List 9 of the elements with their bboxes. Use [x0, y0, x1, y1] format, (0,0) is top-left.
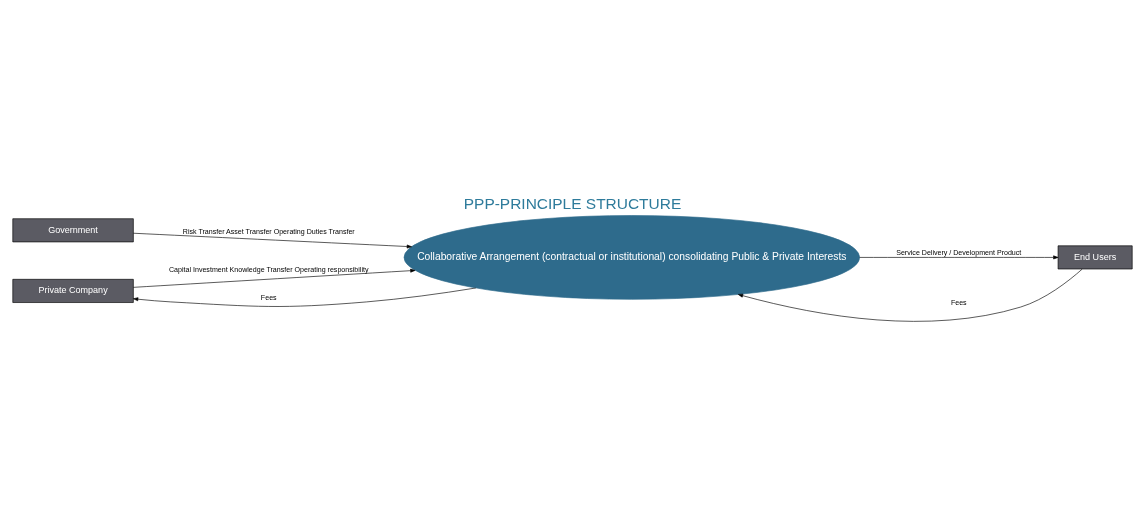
node-box: End Users — [1057, 245, 1133, 269]
arrow — [133, 287, 477, 307]
node-box: Private Company — [12, 278, 134, 303]
arrow — [133, 268, 416, 288]
arrow — [737, 268, 1083, 322]
arrow — [133, 232, 412, 248]
arrow — [859, 255, 1059, 259]
node-box: Government — [12, 217, 134, 242]
diagram-title: PPP-PRINCIPLE STRUCTURE — [463, 194, 682, 212]
